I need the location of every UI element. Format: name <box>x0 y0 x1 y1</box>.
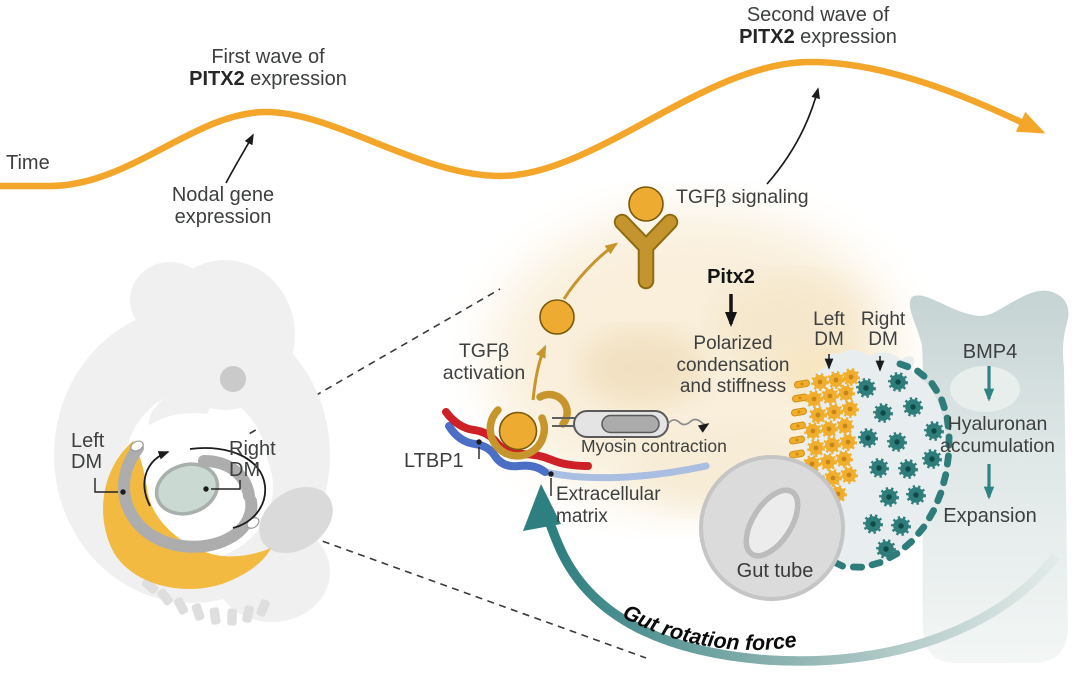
tgfb-activation-label: TGFβ activation <box>442 340 526 384</box>
annotation-arrows <box>225 87 885 372</box>
tgfb-ligand <box>498 411 538 451</box>
embryo-illustration <box>54 260 333 626</box>
tgfb-signaling-arrow <box>766 87 820 185</box>
tgfb-activation-path <box>531 242 619 401</box>
ltbp1-label: LTBP1 <box>404 450 464 472</box>
stomach <box>154 462 220 516</box>
gut-tube-illustration <box>699 455 845 601</box>
bmp4-label: BMP4 <box>962 341 1018 363</box>
latent-tgfb-complex <box>486 390 571 460</box>
myosin-contraction-label: Myosin contraction <box>581 436 727 456</box>
pitx2-wave-curve <box>0 58 1046 190</box>
nodal-label: Nodal gene expression <box>171 184 275 228</box>
tail-bud <box>259 486 333 554</box>
tgfb-signaling-label: TGFβ signaling <box>676 186 809 208</box>
tgfb-receptor-icon <box>613 186 679 290</box>
pitx2-label: Pitx2 <box>707 266 755 288</box>
svg-text:Gut rotation force: Gut rotation force <box>619 600 798 655</box>
dm-cells <box>789 360 953 571</box>
embryo-eye <box>220 366 246 392</box>
nodal-arrow <box>225 133 254 184</box>
dm-cell-panel <box>780 345 953 571</box>
gut-lumen <box>743 487 801 559</box>
gut-tube-label: Gut tube <box>736 560 814 582</box>
ecm-fiber <box>445 422 549 476</box>
polarized-condensation-label: Polarized condensation and stiffness <box>676 333 790 397</box>
hyaluronan-label: Hyaluronan accumulation <box>940 413 1055 457</box>
time-axis-label: Time <box>6 152 50 174</box>
tgfb-ligand <box>628 186 664 222</box>
ecm-fiber-tail <box>541 462 710 482</box>
expansion-label: Expansion <box>943 505 1037 527</box>
rotation-arrow <box>143 447 266 529</box>
somites <box>141 577 270 626</box>
tgfb-ligand <box>539 299 575 335</box>
myosin-motor-icon <box>552 410 710 438</box>
gut-rotation-force-label: Gut rotation force <box>619 600 798 655</box>
label-leaders <box>478 447 552 496</box>
embryo-label-leaders <box>94 478 241 493</box>
